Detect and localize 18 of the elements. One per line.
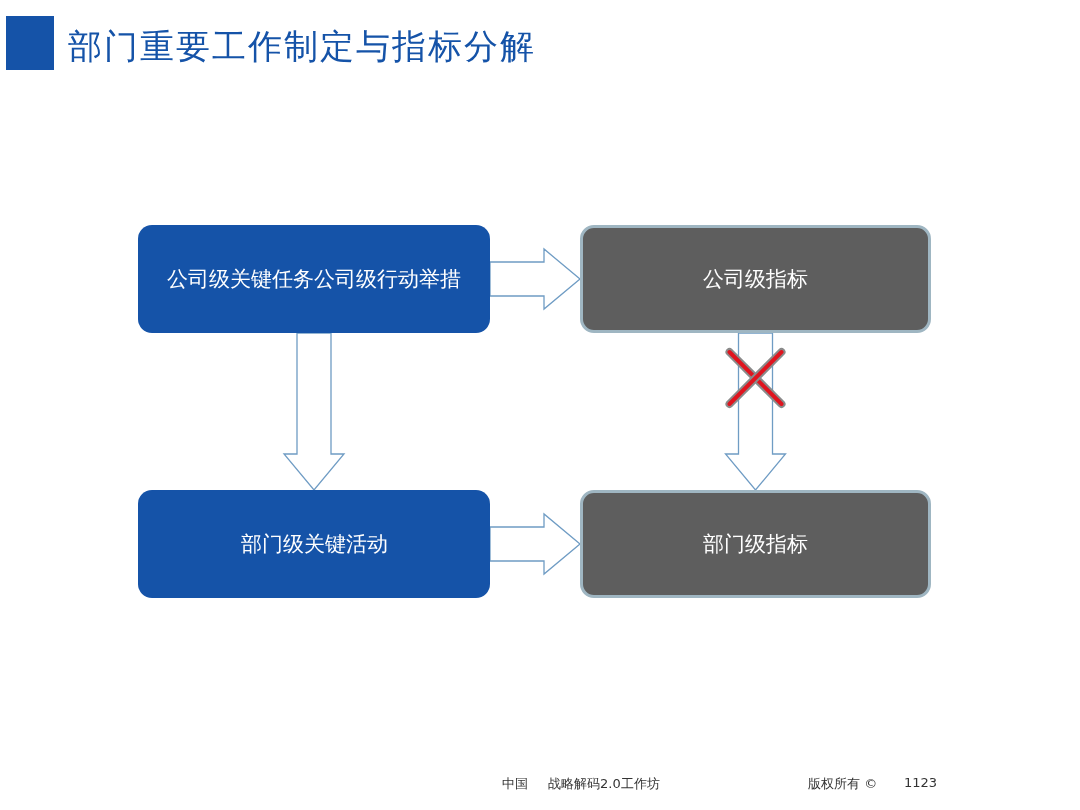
footer-text: 中国 (502, 775, 528, 793)
block-arrow (489, 512, 581, 576)
process-box (138, 225, 490, 333)
box-label: 部门级关键活动 (240, 531, 388, 558)
process-box (580, 490, 931, 598)
block-arrow (282, 332, 346, 491)
box-label: 公司级指标 (703, 266, 808, 293)
box-label: 部门级指标 (703, 531, 808, 558)
footer-text: 1123 (904, 775, 938, 790)
process-box (580, 225, 931, 333)
box-label: 公司级关键任务 (167, 266, 314, 293)
block-arrow (489, 247, 581, 311)
footer-text: 战略解码2.0工作坊 (548, 775, 660, 793)
block-arrow (724, 332, 787, 491)
process-box (138, 490, 490, 598)
box-label: 公司级行动举措 (314, 266, 461, 293)
footer-text: 版权所有 © (808, 775, 878, 793)
slide-title: 部门重要工作制定与指标分解 (68, 25, 536, 68)
